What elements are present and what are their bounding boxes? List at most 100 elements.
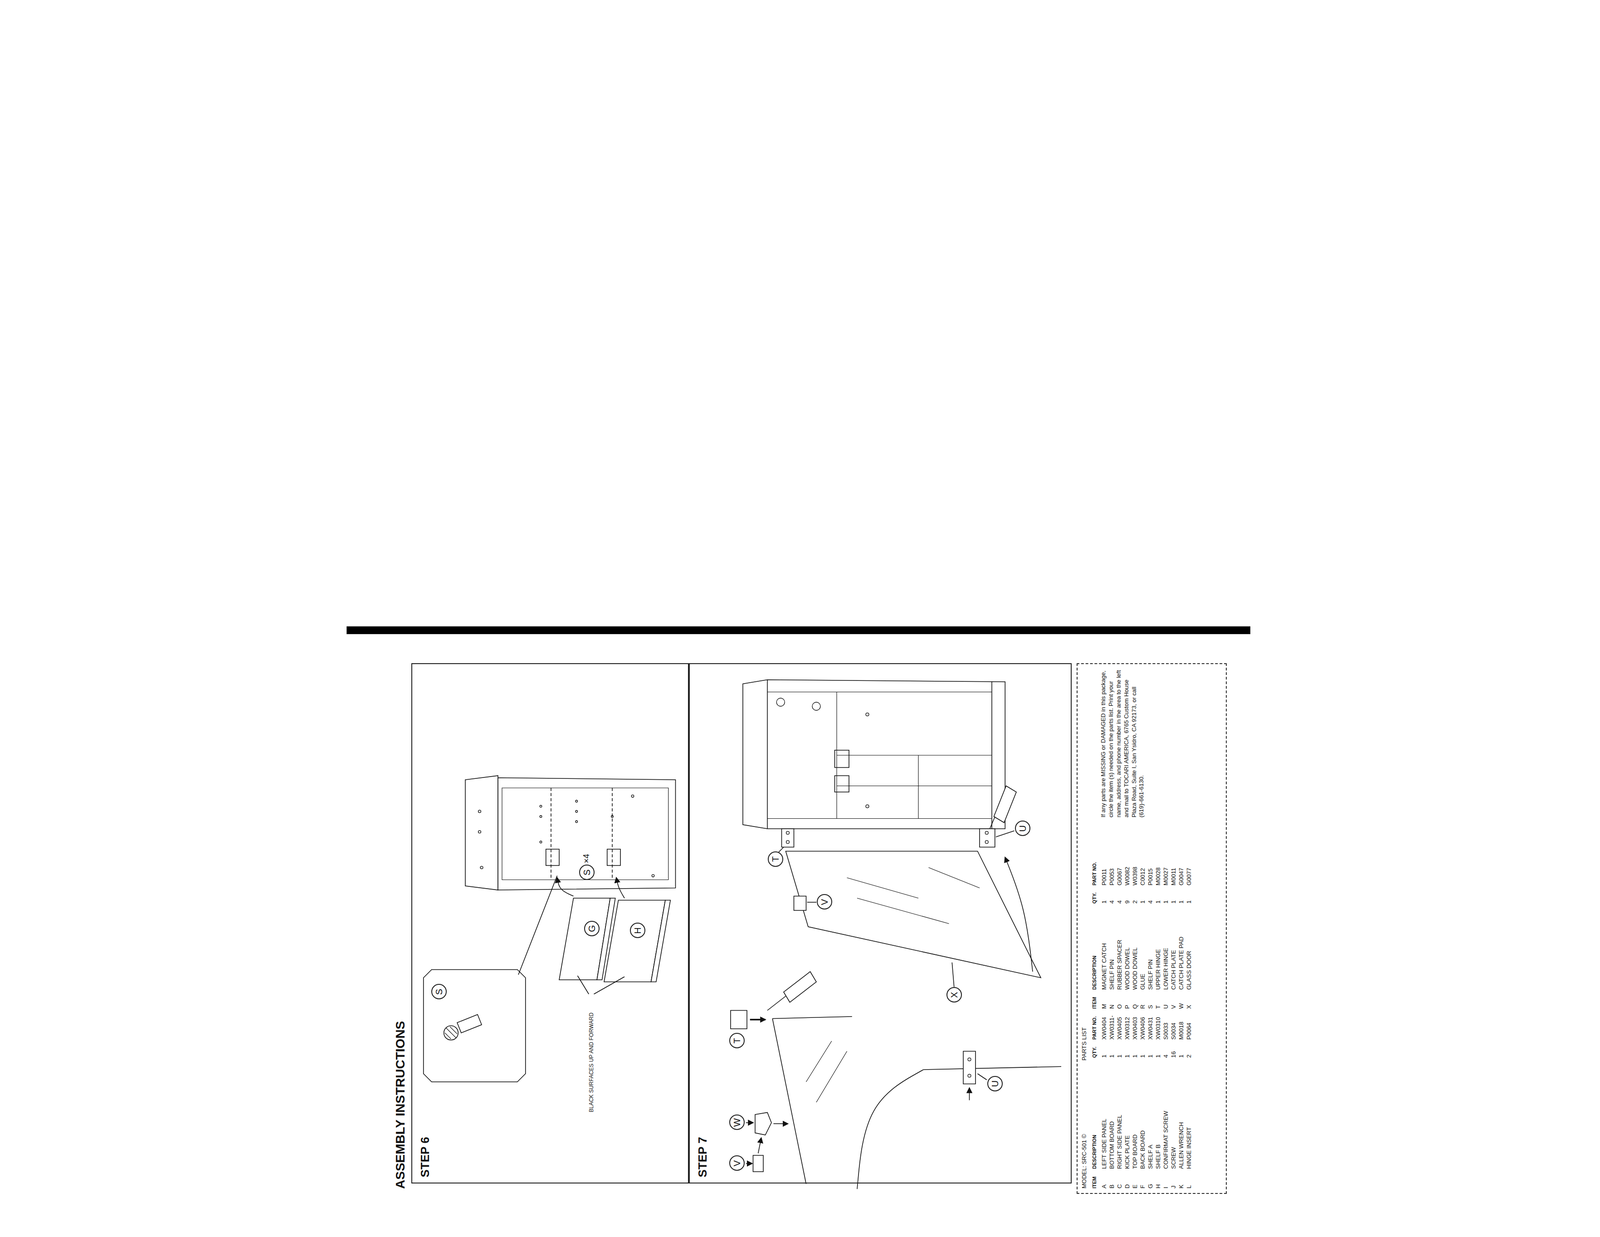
glare xyxy=(847,877,919,898)
label-holder: CATCH PLATE PAD xyxy=(1176,936,1186,990)
shelf-slot xyxy=(546,848,560,866)
catch-plate-pad xyxy=(755,1112,772,1136)
table-cell: 4 xyxy=(1162,1054,1170,1058)
inset-frame xyxy=(423,969,526,1083)
table-cell: TOP BOARD xyxy=(1131,1134,1139,1169)
table-cell: XW0312 xyxy=(1124,1016,1131,1040)
label-holder: BOTTOM BOARD xyxy=(1107,1121,1116,1169)
drilled-hole xyxy=(967,1073,971,1078)
cabinet-outline xyxy=(742,679,1005,830)
screwdriver-shaft xyxy=(767,995,786,1011)
note-leader xyxy=(594,976,625,994)
label-holder: ITEM xyxy=(1089,1176,1098,1189)
label-holder: J xyxy=(1169,1185,1178,1189)
table-cell: SHELF PIN xyxy=(1108,959,1116,990)
label-holder: V xyxy=(1169,1004,1178,1009)
label-holder: DESCRIPTION xyxy=(1089,1134,1098,1169)
label-holder: GLUE xyxy=(1138,973,1147,990)
label-holder: K xyxy=(1176,1184,1186,1189)
step-panel: STEP 7TVWUTVXU xyxy=(688,663,1072,1184)
label-holder: PART NO. xyxy=(1089,1015,1098,1040)
label-holder: 1 xyxy=(1146,1054,1155,1058)
cabinet-corner xyxy=(857,1069,924,1189)
label-holder: 1 xyxy=(1153,1054,1162,1058)
table-cell: M0027 xyxy=(1162,867,1170,886)
table-cell: XW0403 xyxy=(1131,1016,1139,1040)
label-holder: M xyxy=(1099,1003,1108,1009)
glare xyxy=(806,1040,832,1082)
table-cell: P xyxy=(1124,1004,1131,1009)
table-cell: 2 xyxy=(1131,900,1139,904)
label-holder: SCREW xyxy=(1169,1146,1178,1169)
table-cell: P0015 xyxy=(1147,868,1154,886)
missing-parts-note: If any parts are MISSING or DAMAGED in t… xyxy=(1099,667,1146,818)
label-holder: QTY. xyxy=(1089,1046,1098,1058)
label-holder: C0012 xyxy=(1138,868,1147,886)
table-cell: F xyxy=(1139,1184,1147,1189)
label-holder: XW0405 xyxy=(1115,1016,1124,1040)
table-cell: CATCH PLATE xyxy=(1170,949,1177,990)
lower-hinge xyxy=(979,828,996,848)
table-cell: 1 xyxy=(1139,900,1147,904)
table-cell: P0011 xyxy=(1101,868,1108,886)
label-holder: RUBBER SPACER xyxy=(1115,939,1124,990)
table-cell: 9 xyxy=(1124,900,1131,904)
label-holder: DESCRIPTION xyxy=(1089,955,1098,990)
label-holder: SHELF PIN xyxy=(1146,959,1155,990)
fit-arrow xyxy=(750,1018,766,1021)
drilled-hole xyxy=(985,831,989,835)
table-header: PART NO. xyxy=(1091,1015,1098,1040)
table-cell: M0011 xyxy=(1170,867,1177,886)
label-holder: WOOD DOWEL xyxy=(1122,947,1132,990)
table-cell: S0033 xyxy=(1162,1022,1170,1040)
table-cell: 1 xyxy=(1178,900,1185,904)
table-cell: R xyxy=(1139,1004,1147,1009)
label-holder: 9 xyxy=(1122,900,1132,904)
table-cell: SHELF PIN xyxy=(1147,959,1154,990)
label-holder: LOWER HINGE xyxy=(1161,947,1170,990)
catch-plate xyxy=(753,1155,764,1172)
drilled-hole xyxy=(575,800,578,803)
table-cell: Q xyxy=(1131,1004,1139,1009)
label-holder: RIGHT SIDE PANEL xyxy=(1115,1114,1124,1169)
label-holder: S0034 xyxy=(1169,1022,1178,1040)
label-holder: Q xyxy=(1130,1004,1139,1009)
upper-hinge xyxy=(781,828,795,848)
label-holder: UPPER HINGE xyxy=(1153,948,1162,990)
label-holder: SHELF PIN xyxy=(1107,959,1116,990)
callout-letter: W xyxy=(731,1117,742,1127)
table-cell: 1 xyxy=(1170,900,1177,904)
label-holder: L xyxy=(1184,1185,1193,1189)
callout-leader xyxy=(807,901,817,903)
callout-circle: G xyxy=(584,920,600,937)
label-holder: BLACK SURFACES UP AND FORWARD xyxy=(586,1012,596,1113)
partition xyxy=(836,754,992,756)
label-holder: R xyxy=(1138,1004,1147,1009)
callout-circle: U xyxy=(987,1075,1003,1092)
glare xyxy=(816,1051,848,1103)
label-holder: T xyxy=(1153,1004,1162,1009)
table-cell: 1 xyxy=(1108,1054,1116,1058)
insert-arrow xyxy=(557,877,574,897)
insert-arrow xyxy=(616,877,625,898)
table-cell: XW0310 xyxy=(1155,1016,1162,1040)
table-cell: MAGNET CATCH xyxy=(1101,942,1108,990)
table-cell: XW0405 xyxy=(1116,1016,1123,1040)
table-cell: S0034 xyxy=(1170,1022,1177,1040)
upper-hinge xyxy=(730,1010,747,1030)
drilled-hole xyxy=(539,815,542,818)
label-holder: H xyxy=(1153,1184,1162,1189)
table-cell: W xyxy=(1178,1003,1185,1009)
label-holder: 1 xyxy=(1099,1054,1108,1058)
table-cell: G0067 xyxy=(1116,867,1123,886)
label-holder: M0028 xyxy=(1153,867,1162,886)
label-holder: CATCH PLATE xyxy=(1169,949,1178,990)
drilled-hole xyxy=(812,702,821,711)
callout-circle: H xyxy=(629,922,646,939)
fit-arrow xyxy=(773,1122,789,1124)
drilled-hole xyxy=(631,794,634,797)
callout-letter: T xyxy=(770,856,781,862)
parts-list-box: MODEL: SRC-501 ©PARTS LIST xyxy=(1076,663,1227,1194)
table-cell: J xyxy=(1170,1185,1177,1189)
label-holder: WOOD DOWEL xyxy=(1130,947,1139,990)
